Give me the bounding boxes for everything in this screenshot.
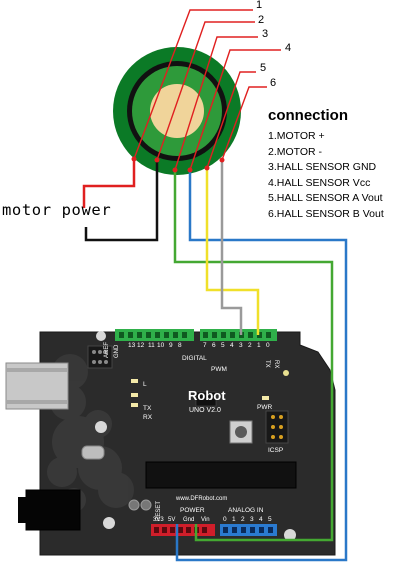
digital-pin-0: 0 — [266, 342, 270, 349]
connection-item-4: 4.HALL SENSOR Vcc — [268, 176, 371, 189]
led-l — [131, 379, 138, 383]
connection-legend: connection 1.MOTOR + 2.MOTOR - 3.HALL SE… — [268, 108, 400, 222]
digital-pin-1: 1 — [257, 342, 261, 349]
digital-pin-4: 4 — [230, 342, 234, 349]
power-header — [151, 524, 215, 536]
callout-5: 5 — [260, 62, 266, 74]
digital-pin-3: 3 — [239, 342, 243, 349]
digital-pin-5: 5 — [221, 342, 225, 349]
power-pin-3v3: 3V3 — [153, 517, 164, 523]
digital-pin-9: 9 — [169, 342, 173, 349]
reset-label: RESET — [156, 501, 162, 521]
crystal — [81, 445, 105, 460]
analog-pin-2: 2 — [241, 516, 245, 523]
led-pwr — [262, 396, 269, 400]
connection-item-6: 6.HALL SENSOR B Vout — [268, 207, 384, 220]
icsp-label: ICSP — [268, 447, 283, 454]
wire-hall-b-vout — [220, 160, 243, 335]
callout-6: 6 — [270, 77, 276, 89]
pwm-label: PWM — [211, 366, 227, 373]
analog-pin-3: 3 — [250, 516, 254, 523]
aref-label: AREF — [104, 342, 110, 358]
callout-3: 3 — [262, 28, 268, 40]
connection-item-1: 1.MOTOR + — [268, 130, 325, 142]
digital-pin-8: 8 — [178, 342, 182, 349]
pwr-label: PWR — [257, 404, 272, 411]
digital-rx-label: RX — [273, 360, 279, 368]
power-pin-5v: 5V — [168, 517, 175, 523]
digital-pin-12: 12 — [137, 342, 145, 349]
wires — [82, 159, 348, 562]
arduino-board: 13 12 11 10 9 8 7 6 5 4 3 2 1 0 DIGITAL … — [5, 329, 336, 556]
callout-2: 2 — [258, 14, 264, 26]
connection-item-3: 3.HALL SENSOR GND — [268, 161, 377, 173]
digital-header-right — [200, 329, 277, 341]
analog-header — [220, 524, 277, 536]
power-pin-vin: Vin — [201, 517, 210, 523]
digital-pin-2: 2 — [248, 342, 252, 349]
digital-tx-label: TX — [264, 360, 270, 368]
microcontroller-chip — [145, 461, 297, 489]
rx-label: RX — [143, 414, 153, 421]
callout-lines — [133, 9, 281, 171]
analog-pin-5: 5 — [268, 516, 272, 523]
digital-label: DIGITAL — [182, 355, 207, 362]
callout-1: 1 — [256, 0, 262, 11]
led-tx — [131, 393, 138, 397]
digital-pin-11: 11 — [148, 342, 155, 349]
wire-hall-a-vout — [205, 168, 260, 335]
wire-motor-minus — [84, 160, 159, 242]
callout-4: 4 — [285, 42, 291, 54]
wire-hall-vcc — [175, 170, 348, 562]
l-label: L — [143, 381, 147, 388]
board-model: UNO V2.0 — [189, 407, 221, 414]
digital-pin-6: 6 — [212, 342, 216, 349]
wire-motor-plus — [82, 159, 136, 208]
wire-hall-gnd — [173, 170, 334, 542]
board-brand: Robot — [188, 388, 226, 403]
connection-item-2: 2.MOTOR - — [268, 145, 323, 158]
connection-item-5: 5.HALL SENSOR A Vout — [268, 192, 383, 204]
power-pin-gnd: Gnd — [183, 517, 194, 523]
website-label: www.DFRobot.com — [175, 496, 227, 502]
gnd-label: GND — [114, 344, 120, 358]
digital-pin-10: 10 — [157, 342, 165, 349]
power-label: POWER — [180, 507, 205, 514]
digital-header-left — [115, 329, 194, 341]
analog-pin-0: 0 — [223, 516, 227, 523]
analog-pin-1: 1 — [232, 516, 236, 523]
dc-power-jack — [25, 489, 81, 531]
digital-pin-13: 13 — [128, 342, 136, 349]
digital-pin-7: 7 — [203, 342, 207, 349]
led-rx — [131, 403, 138, 407]
motor-shaft — [150, 84, 204, 138]
connection-title: connection — [268, 107, 349, 124]
motor-power-label: motor power — [2, 201, 112, 219]
analog-in-label: ANALOG IN — [228, 507, 264, 514]
tx-label: TX — [143, 405, 152, 412]
motor — [113, 47, 241, 175]
analog-pin-4: 4 — [259, 516, 263, 523]
